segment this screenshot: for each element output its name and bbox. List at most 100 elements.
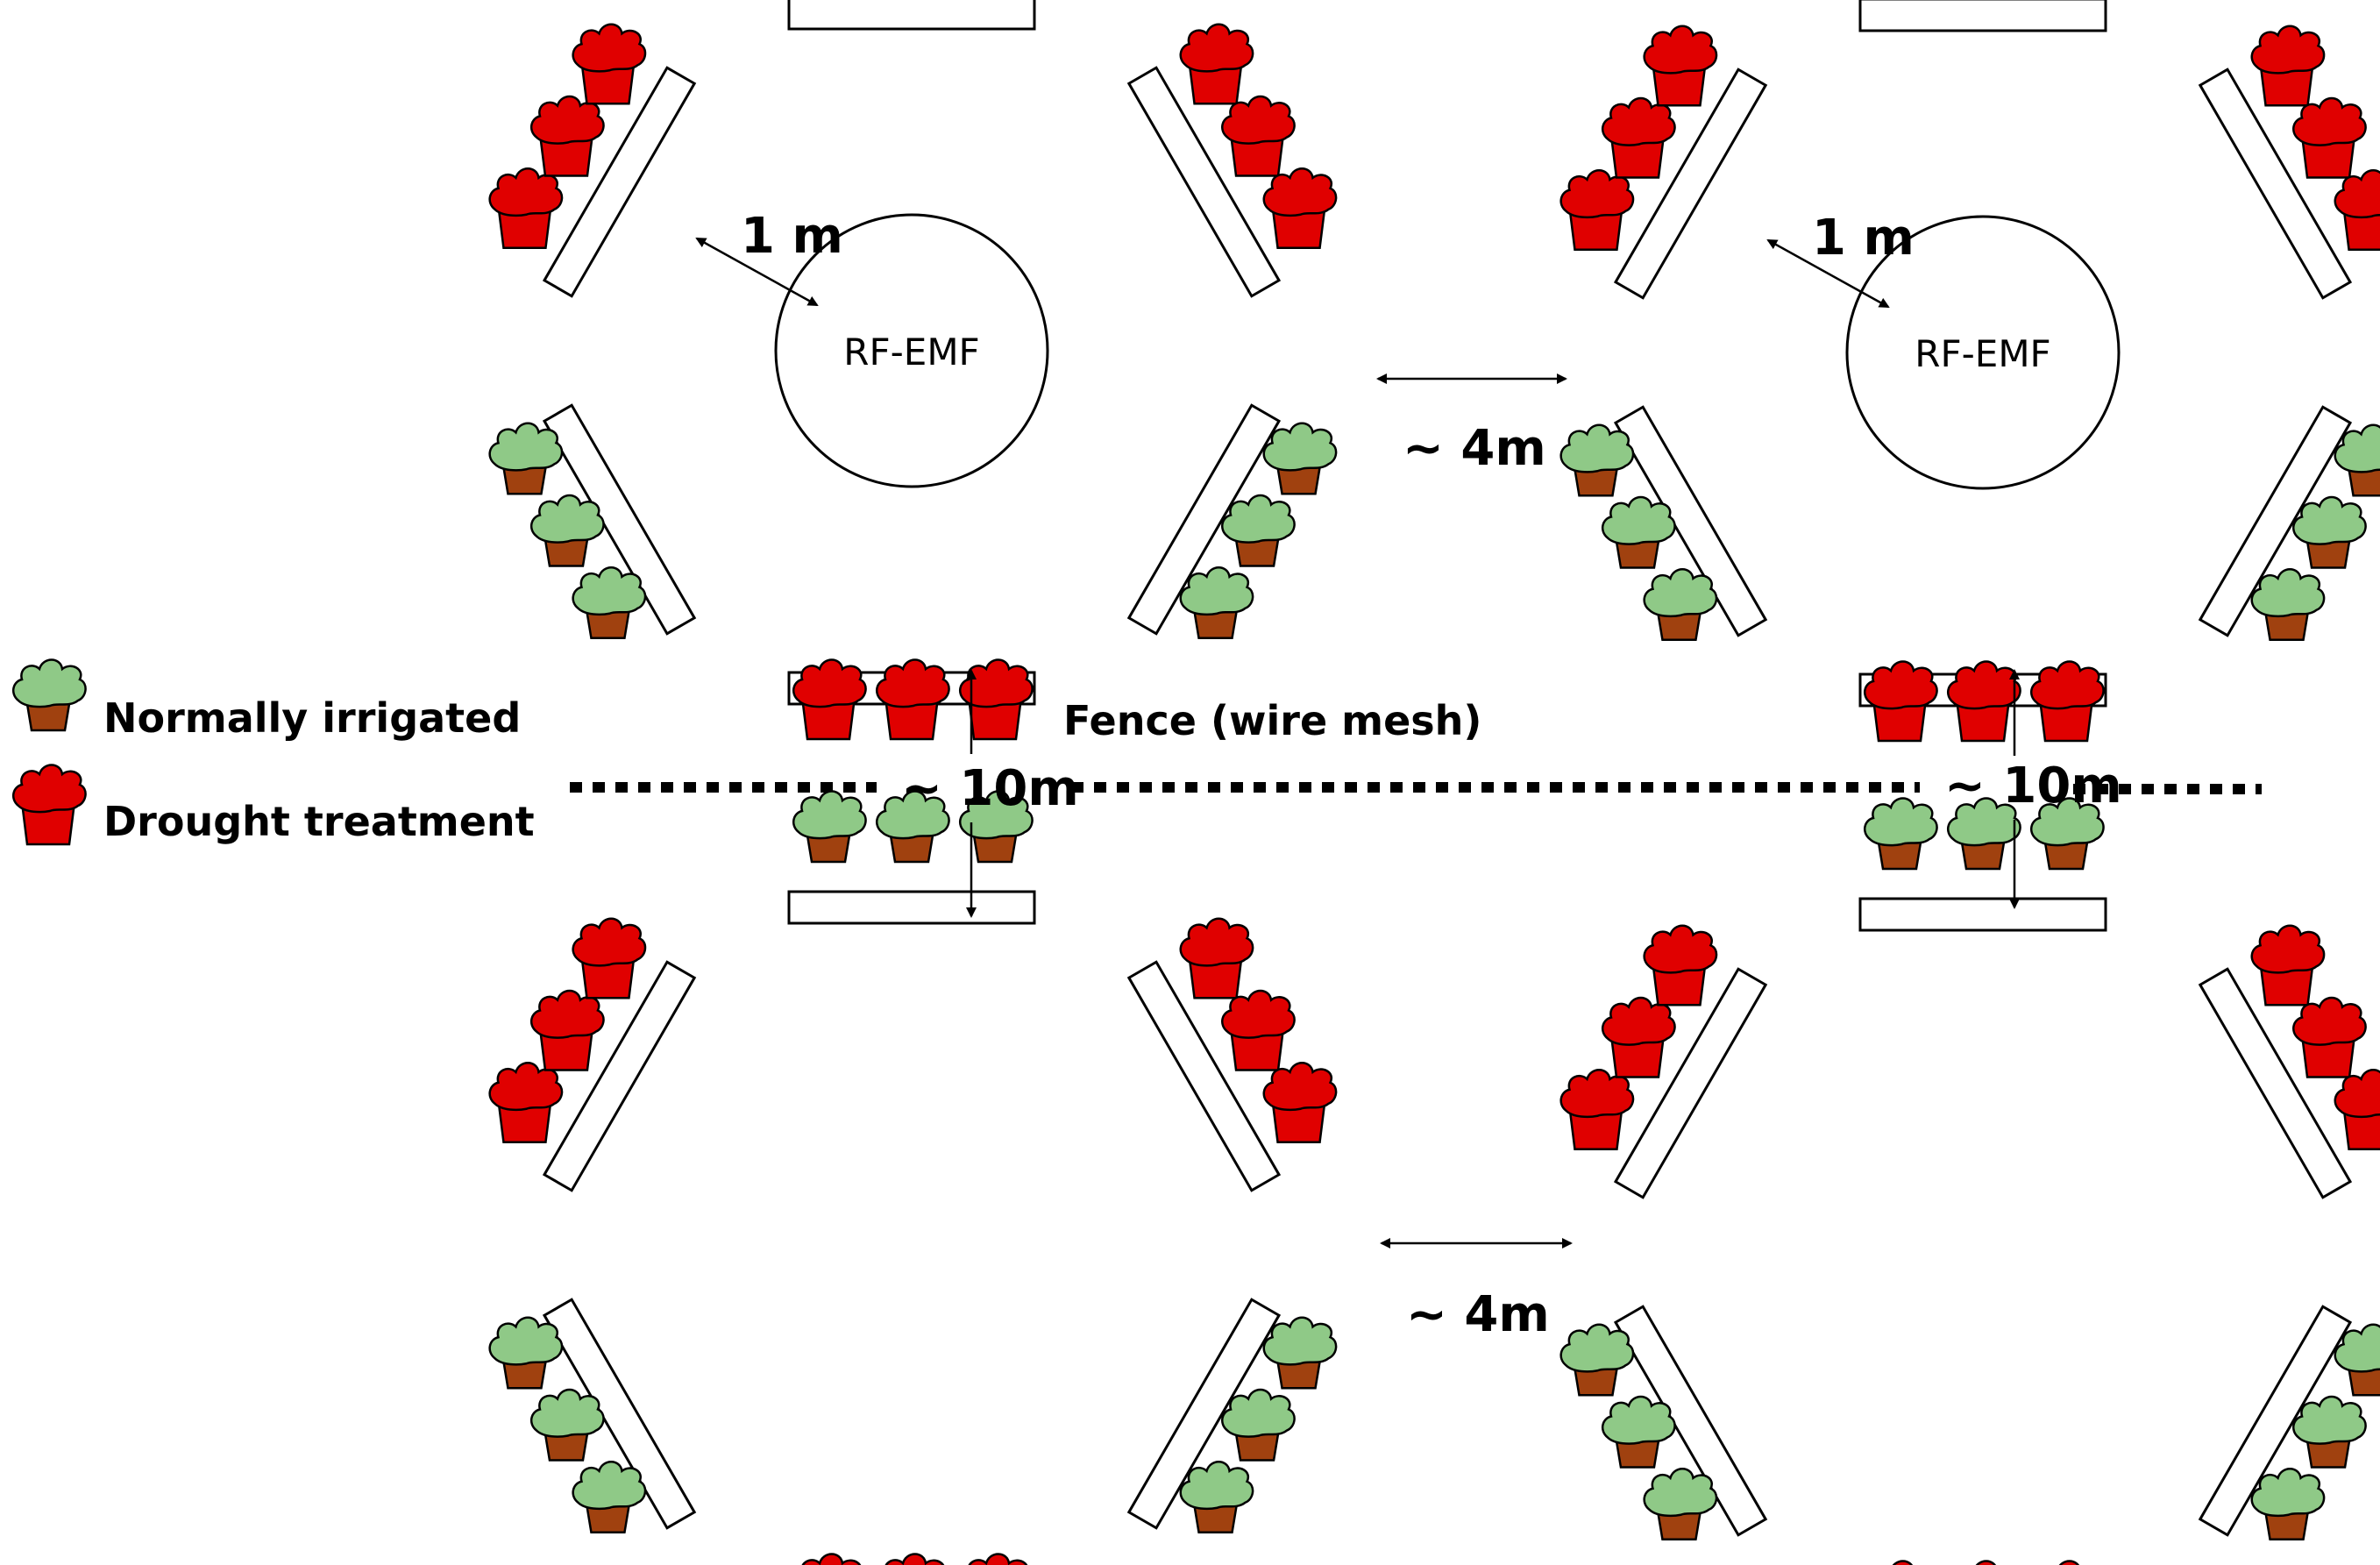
normal-plant-icon	[488, 422, 564, 495]
distance-4m-bottom: ~ 4m	[1380, 1238, 1573, 1343]
distance-1m-label: 1 m	[1812, 210, 1915, 267]
drought-plant-icon	[2334, 1069, 2380, 1151]
bench-side	[1126, 66, 1282, 298]
bench-side	[2198, 405, 2353, 637]
drought-plant-icon	[1179, 917, 1254, 999]
normal-plant-icon	[1643, 568, 1718, 642]
drought-plant-icon	[792, 658, 867, 741]
plots: RF-EMF 1 m RF-EMF 1 m	[488, 0, 2380, 1565]
drought-plant-icon	[958, 1553, 1034, 1565]
distance-4m-label: ~ 4m	[1403, 420, 1546, 477]
normal-plant-icon	[1179, 566, 1254, 640]
bench-side	[787, 0, 1036, 31]
bench-side	[2198, 967, 2353, 1199]
drought-plant-icon	[2291, 96, 2367, 179]
rf-emf-label: RF-EMF	[843, 331, 979, 373]
drought-plant-icon	[1863, 1560, 1938, 1565]
drought-plant-icon	[488, 1062, 564, 1144]
normal-plant-icon	[1643, 1468, 1718, 1541]
distance-10m-left: ~ 10m	[901, 669, 1079, 918]
drought-plant-icon	[2029, 1560, 2105, 1565]
distance-1m-arrow	[1766, 238, 1890, 309]
drought-plant-icon	[572, 917, 647, 999]
plot-bottom-right	[1559, 797, 2380, 1565]
distance-4m-top: ~ 4m	[1376, 373, 1567, 477]
drought-plant-icon	[2291, 996, 2367, 1078]
drought-plant-icon	[1863, 660, 1938, 743]
bench-side	[1613, 405, 1768, 637]
normal-plant-icon	[488, 1316, 564, 1390]
drought-plant-icon	[1262, 1062, 1338, 1144]
drought-plant-icon	[1946, 1560, 2021, 1565]
normal-plant-icon	[572, 1461, 647, 1534]
drought-plant-icon	[2250, 924, 2326, 1007]
normal-plant-icon	[1262, 1316, 1338, 1390]
drought-plant-icon	[875, 1553, 950, 1565]
normal-plant-icon	[2291, 1395, 2367, 1469]
bench-side	[787, 890, 1036, 925]
normal-plant-icon	[529, 1388, 605, 1462]
normal-plant-icon	[1559, 1323, 1635, 1397]
bench-side	[542, 1298, 697, 1530]
drought-plant-icon	[529, 989, 605, 1071]
drought-plant-icon	[1559, 169, 1635, 252]
bench-side	[1613, 967, 1768, 1199]
drought-plant-icon	[11, 764, 87, 846]
normal-plant-icon	[1601, 495, 1676, 569]
normal-plant-icon	[11, 658, 87, 732]
plot-bottom-left	[488, 790, 1338, 1565]
drought-plant-icon	[1601, 96, 1676, 179]
normal-plant-icon	[2250, 568, 2326, 642]
normal-plant-icon	[1559, 423, 1635, 497]
drought-plant-icon	[488, 167, 564, 250]
legend: Normally irrigated Drought treatment	[11, 658, 535, 846]
drought-plant-icon	[1601, 996, 1676, 1078]
normal-plant-icon	[1179, 1461, 1254, 1534]
bench-side	[542, 403, 697, 636]
drought-plant-icon	[1220, 95, 1296, 177]
normal-plant-icon	[2291, 495, 2367, 569]
distance-10m-label: ~ 10m	[1944, 758, 2122, 815]
bench-side	[542, 66, 697, 298]
drought-plant-icon	[1643, 25, 1718, 107]
normal-plant-icon	[529, 494, 605, 567]
distance-4m-label: ~ 4m	[1406, 1286, 1550, 1343]
legend-drought-label: Drought treatment	[103, 798, 535, 845]
normal-plant-icon	[792, 790, 867, 864]
drought-plant-icon	[1946, 660, 2021, 743]
normal-plant-icon	[1863, 797, 1938, 871]
bench-side	[1126, 960, 1282, 1192]
bench-side	[2198, 1305, 2353, 1537]
drought-plant-icon	[572, 23, 647, 105]
bench-side	[1126, 1298, 1282, 1530]
bench-side	[1613, 68, 1768, 300]
drought-plant-icon	[2029, 660, 2105, 743]
normal-plant-icon	[1601, 1395, 1676, 1469]
rf-emf-circle	[774, 213, 1049, 488]
fence: Fence (wire mesh)	[570, 697, 2262, 794]
normal-plant-icon	[572, 566, 647, 640]
drought-plant-icon	[1559, 1069, 1635, 1151]
drought-plant-icon	[1220, 989, 1296, 1071]
distance-10m-right: ~ 10m	[1944, 669, 2122, 909]
normal-plant-icon	[2250, 1468, 2326, 1541]
bench-side	[542, 960, 697, 1192]
drought-plant-icon	[1643, 924, 1718, 1007]
rf-emf-label: RF-EMF	[1915, 332, 2050, 375]
drought-plant-icon	[2334, 169, 2380, 252]
normal-plant-icon	[1220, 1388, 1296, 1462]
drought-plant-icon	[1262, 167, 1338, 250]
drought-plant-icon	[792, 1553, 867, 1565]
normal-plant-icon	[1220, 494, 1296, 567]
distance-10m-label: ~ 10m	[901, 760, 1079, 817]
plot-top-right: RF-EMF 1 m	[1559, 0, 2380, 743]
distance-1m-label: 1 m	[741, 208, 843, 265]
plot-top-left: RF-EMF 1 m	[488, 0, 1338, 741]
drought-plant-icon	[1179, 23, 1254, 105]
bench-side	[1126, 403, 1282, 636]
rf-emf-circle	[1845, 215, 2121, 490]
drought-plant-icon	[529, 95, 605, 177]
bench-side	[1858, 0, 2107, 32]
drought-plant-icon	[2250, 25, 2326, 107]
